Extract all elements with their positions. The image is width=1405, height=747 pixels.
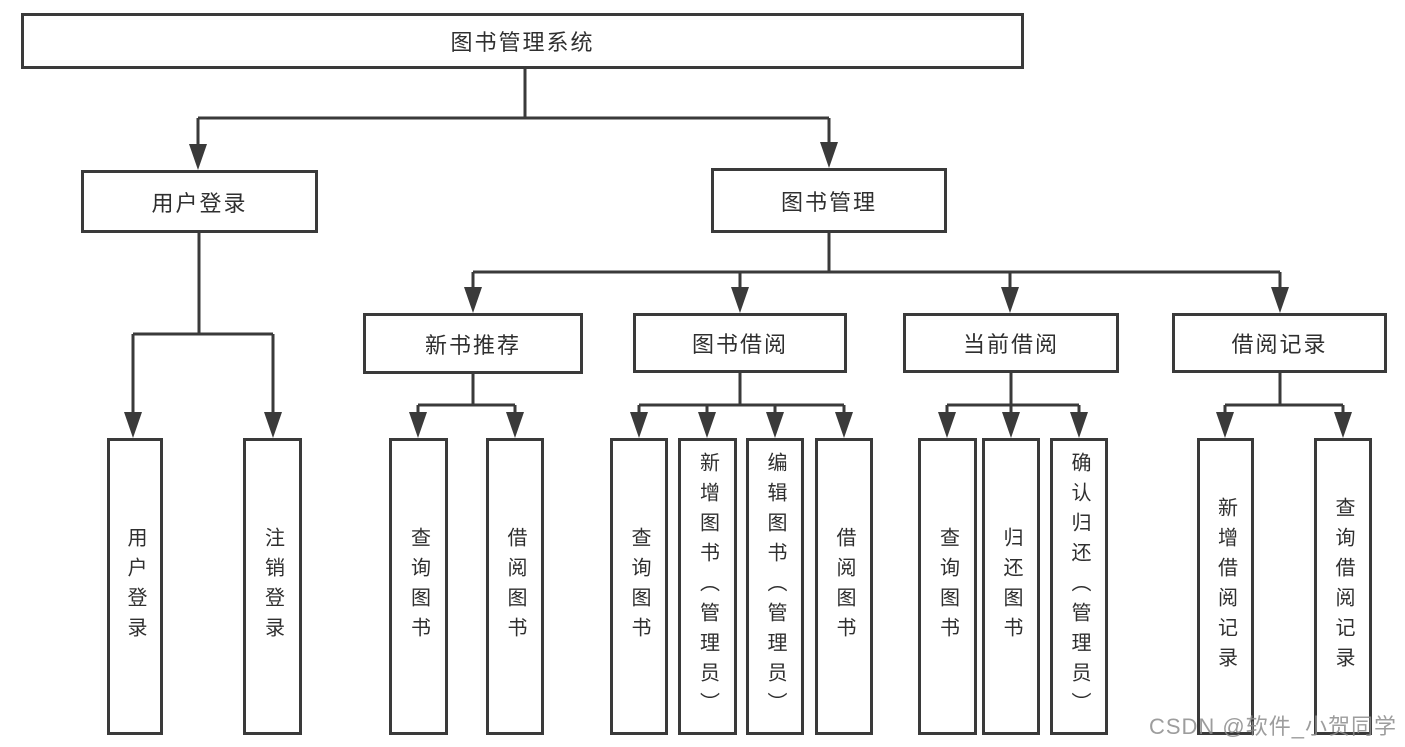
arrow-to-login xyxy=(124,412,142,438)
leaf-current-confirm-label: 确认归还（管理员） xyxy=(1068,451,1090,722)
arrow-to-cb-return xyxy=(1002,412,1020,438)
connector-current-borrow-to-children xyxy=(945,373,1081,418)
arrow-to-borrow-record xyxy=(1271,287,1289,313)
leaf-record-add: 新增借阅记录 xyxy=(1197,438,1254,735)
arrow-to-nb-borrow xyxy=(506,412,524,438)
arrow-to-book-mgmt xyxy=(820,142,838,168)
arrow-to-br-query xyxy=(1334,412,1352,438)
node-root: 图书管理系统 xyxy=(21,13,1024,69)
leaf-logout: 注销登录 xyxy=(243,438,302,735)
arrow-to-current-borrow xyxy=(1001,287,1019,313)
node-book-mgmt: 图书管理 xyxy=(711,168,947,233)
arrow-to-br-add xyxy=(1216,412,1234,438)
leaf-borrow-add: 新增图书（管理员） xyxy=(678,438,737,735)
arrowheads xyxy=(124,142,1352,438)
connector-new-book-to-children xyxy=(416,374,517,418)
leaf-current-return-label: 归还图书 xyxy=(1000,526,1022,647)
leaf-borrow-borrow: 借阅图书 xyxy=(815,438,873,735)
connector-book-borrow-to-children xyxy=(637,373,846,418)
leaf-current-query-label: 查询图书 xyxy=(936,526,959,647)
leaf-logout-label: 注销登录 xyxy=(261,526,284,647)
node-root-label: 图书管理系统 xyxy=(450,30,595,55)
leaf-newbook-borrow-label: 借阅图书 xyxy=(504,526,526,647)
node-current-borrow: 当前借阅 xyxy=(903,313,1119,373)
arrow-to-cb-confirm xyxy=(1070,412,1088,438)
leaf-borrow-edit: 编辑图书（管理员） xyxy=(746,438,804,735)
leaf-newbook-query-label: 查询图书 xyxy=(407,526,430,647)
connector-borrow-record-to-children xyxy=(1223,373,1345,418)
arrow-to-user-login xyxy=(189,144,207,170)
leaf-newbook-query: 查询图书 xyxy=(389,438,448,735)
leaf-borrow-query: 查询图书 xyxy=(610,438,668,735)
arrow-to-logout xyxy=(264,412,282,438)
leaf-current-confirm: 确认归还（管理员） xyxy=(1050,438,1108,735)
arrow-to-new-book xyxy=(464,287,482,313)
node-user-login-label: 用户登录 xyxy=(151,190,248,216)
node-new-book: 新书推荐 xyxy=(363,313,583,374)
leaf-borrow-borrow-label: 借阅图书 xyxy=(833,526,855,647)
leaf-record-add-label: 新增借阅记录 xyxy=(1214,496,1237,677)
arrow-to-book-borrow xyxy=(731,287,749,313)
leaf-newbook-borrow: 借阅图书 xyxy=(486,438,544,735)
leaf-record-query: 查询借阅记录 xyxy=(1314,438,1372,735)
arrow-to-bb-query xyxy=(630,412,648,438)
node-new-book-label: 新书推荐 xyxy=(424,332,521,358)
node-current-borrow-label: 当前借阅 xyxy=(962,332,1059,357)
node-book-borrow-label: 图书借阅 xyxy=(691,332,788,357)
node-book-borrow: 图书借阅 xyxy=(633,313,847,373)
leaf-borrow-add-label: 新增图书（管理员） xyxy=(696,451,719,722)
leaf-user-login: 用户登录 xyxy=(107,438,163,735)
leaf-current-return: 归还图书 xyxy=(982,438,1040,735)
leaf-current-query: 查询图书 xyxy=(918,438,977,735)
csdn-watermark: CSDN @软件_小贺同学 xyxy=(1148,714,1397,739)
node-borrow-record-label: 借阅记录 xyxy=(1231,332,1328,357)
node-book-mgmt-label: 图书管理 xyxy=(780,189,877,215)
arrow-to-bb-borrow xyxy=(835,412,853,438)
connector-user-login-to-children xyxy=(131,233,275,418)
node-borrow-record: 借阅记录 xyxy=(1172,313,1387,373)
leaf-user-login-label: 用户登录 xyxy=(124,526,146,647)
leaf-borrow-query-label: 查询图书 xyxy=(628,526,650,647)
connector-root-to-level2 xyxy=(196,69,831,150)
connector-book-mgmt-to-level3 xyxy=(471,233,1282,293)
arrow-to-bb-edit xyxy=(766,412,784,438)
arrow-to-nb-query xyxy=(409,412,427,438)
node-user-login: 用户登录 xyxy=(81,170,318,233)
leaf-borrow-edit-label: 编辑图书（管理员） xyxy=(764,451,786,722)
arrow-to-cb-query xyxy=(938,412,956,438)
leaf-record-query-label: 查询借阅记录 xyxy=(1332,496,1354,677)
arrow-to-bb-add xyxy=(698,412,716,438)
